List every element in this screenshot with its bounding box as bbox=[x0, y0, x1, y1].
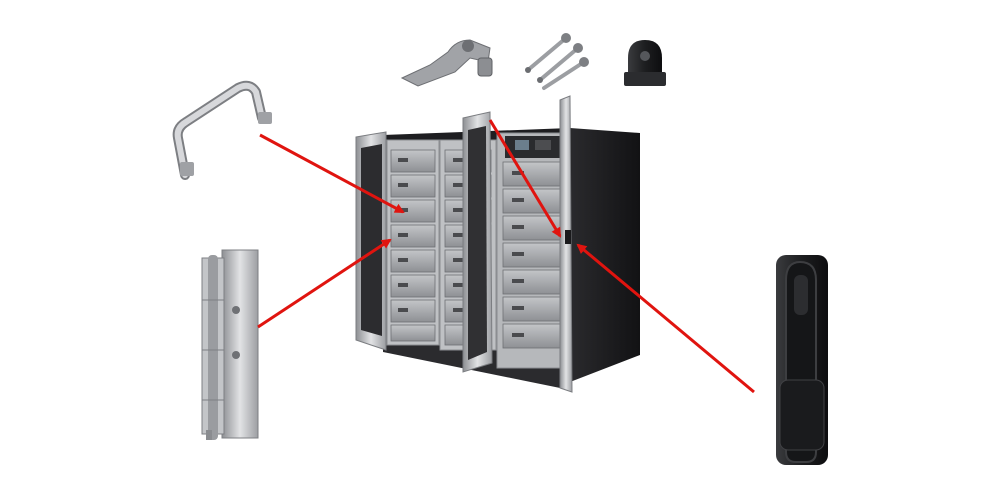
lock-cylinder-icon bbox=[624, 40, 666, 86]
u-handle-icon bbox=[172, 80, 272, 180]
hinge-icon bbox=[201, 249, 259, 440]
pointer-hinge bbox=[257, 238, 392, 329]
bolts-icon bbox=[525, 33, 589, 90]
latch-bracket-icon bbox=[400, 39, 493, 87]
pointer-arrows bbox=[257, 119, 755, 394]
pointer-handle bbox=[259, 133, 405, 214]
pointer-swing-handle bbox=[576, 243, 755, 394]
swing-handle-icon bbox=[776, 255, 828, 465]
battery-cabinet bbox=[355, 95, 640, 393]
pointer-latch-bracket bbox=[488, 119, 562, 238]
